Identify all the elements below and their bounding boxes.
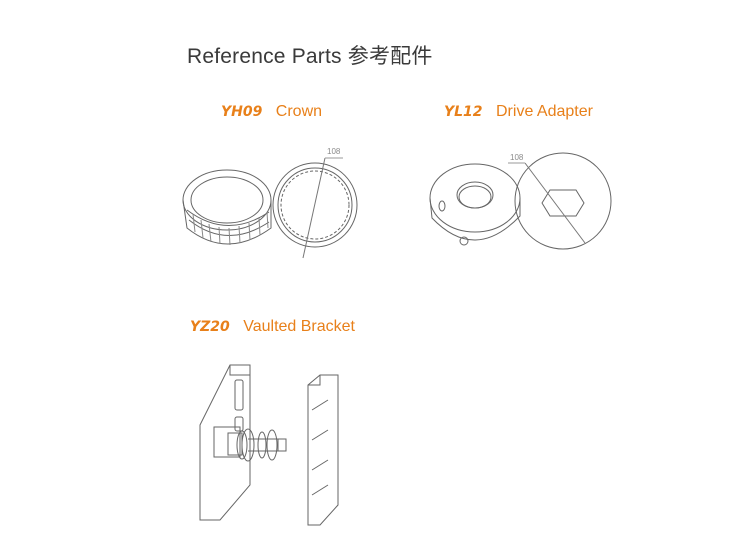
part-label-yl12: YL12 Drive Adapter xyxy=(444,103,593,121)
crown-illustration: 108 xyxy=(182,147,358,259)
part-name: Vaulted Bracket xyxy=(243,318,355,335)
part-name: Drive Adapter xyxy=(496,103,593,120)
part-code: YH09 xyxy=(221,104,263,120)
part-code: YZ20 xyxy=(190,319,230,335)
part-name: Crown xyxy=(275,103,323,120)
vaulted-bracket-illustration xyxy=(199,364,339,526)
drive-adapter-illustration: 108 xyxy=(429,152,612,250)
crown-dimension-label: 108 xyxy=(327,147,341,156)
part-label-yh09: YH09 Crown xyxy=(221,103,322,121)
page-title: Reference Parts 参考配件 xyxy=(187,45,433,68)
part-code: YL12 xyxy=(444,104,483,120)
part-label-yz20: YZ20 Vaulted Bracket xyxy=(190,318,355,336)
adapter-dimension-label: 108 xyxy=(510,153,524,162)
